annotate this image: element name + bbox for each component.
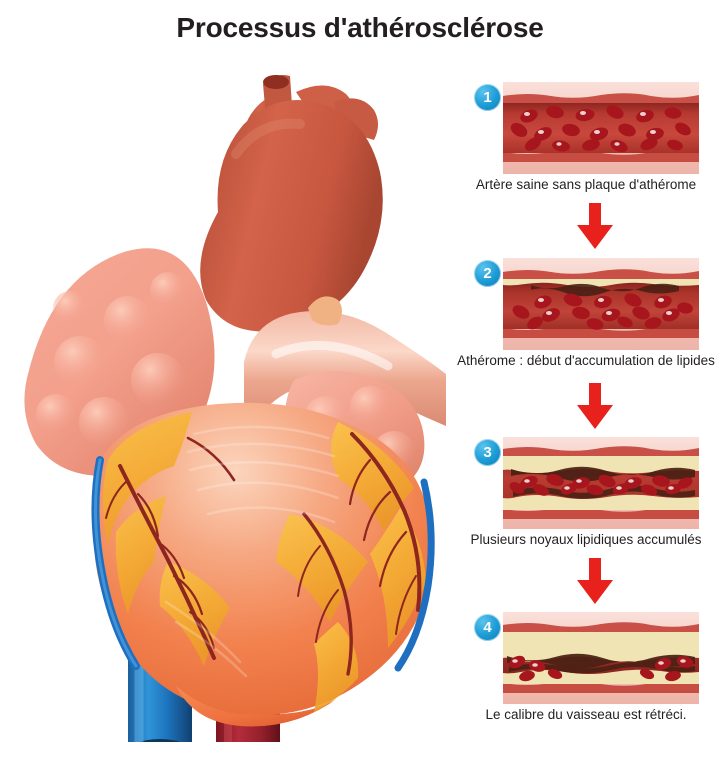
lipid-core-top [503, 456, 699, 474]
stage-2-caption: Athérome : début d'accumulation de lipid… [457, 353, 715, 368]
stage-3: 3 [455, 437, 717, 547]
cardiac-apex [176, 686, 338, 727]
myocardium-striations [164, 425, 340, 678]
aorta [200, 75, 383, 332]
aortic-arch-branch-2 [334, 98, 378, 140]
page-title: Processus d'athérosclérose [176, 12, 544, 43]
stage-2-badge: 2 [474, 260, 501, 287]
heart-anatomy-illustration [8, 62, 458, 742]
artery-cross-section-stage-4 [503, 612, 699, 704]
stage-2: 2 [455, 258, 717, 368]
artery-cross-section-stage-3 [503, 437, 699, 529]
plaque-edge-top [507, 653, 695, 669]
lipid-deposit [503, 279, 699, 287]
stage-4-badge: 4 [474, 614, 501, 641]
stage-4: 4 [455, 612, 717, 722]
stage-3-caption: Plusieurs noyaux lipidiques accumulés [470, 532, 702, 547]
stage-1-badge: 1 [474, 84, 501, 111]
lipid-core-bottom [503, 494, 699, 510]
arrow-stage-1-to-2 [575, 203, 615, 249]
arrow-stage-3-to-4 [575, 558, 615, 604]
stage-1-caption: Artère saine sans plaque d'athérome [475, 177, 697, 192]
red-blood-cells [508, 655, 694, 682]
plaque-edge-bottom [509, 662, 695, 674]
coronary-vein [91, 456, 435, 672]
plaque-edge-top [511, 466, 695, 482]
stage-3-badge: 3 [474, 439, 501, 466]
epicardial-fat [103, 412, 426, 712]
arrow-stage-2-to-3 [575, 383, 615, 429]
coronary-arteries [105, 432, 422, 676]
artery-cross-section-stage-1 [503, 82, 699, 174]
stage-4-caption: Le calibre du vaisseau est rétréci. [485, 707, 687, 722]
lipid-core-top [503, 632, 699, 662]
artery-cross-section-stage-2 [503, 258, 699, 350]
stage-1: 1 [455, 82, 717, 192]
plaque-edge [531, 283, 679, 297]
